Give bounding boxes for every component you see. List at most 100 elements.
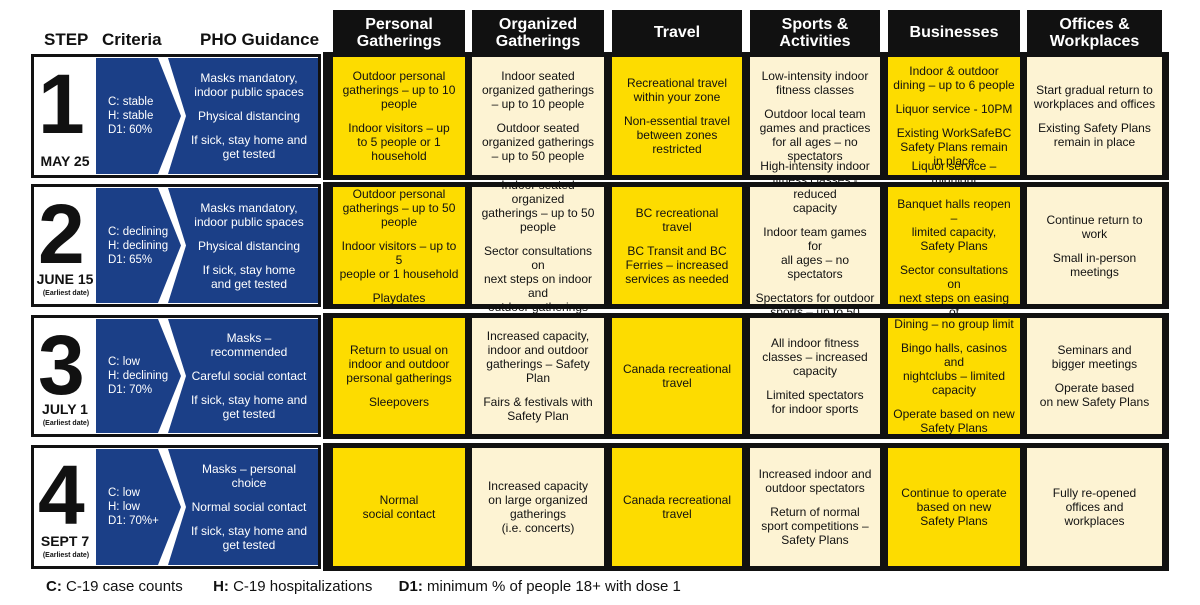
cell-item: Existing WorkSafeBC Safety Plans remain …	[896, 126, 1012, 168]
step-date: SEPT 7	[40, 533, 90, 549]
legend-text-cases: C-19 case counts	[61, 578, 183, 595]
cell-step4-col2: Increased capacity on large organized ga…	[472, 448, 604, 566]
cell-item: Seminars and bigger meetings	[1051, 343, 1138, 371]
criteria-arrow-shape	[96, 58, 181, 174]
cell-item: Indoor team games for all ages – no spec…	[763, 224, 867, 281]
legend-key-dose: D1:	[398, 578, 423, 595]
criteria-line: C: declining	[108, 225, 169, 238]
criteria-line: D1: 70%	[108, 384, 153, 396]
step-earliest-date: (Earliest date)	[42, 420, 90, 427]
step-date: JUNE 15	[36, 271, 94, 287]
cell-item: Normal social contact	[362, 493, 436, 521]
criteria-line: H: stable	[108, 110, 154, 122]
cell-item: Playdates	[372, 290, 426, 305]
step-number: 1	[38, 57, 85, 151]
cell-item: Fairs & festivals with Safety Plan	[483, 395, 593, 423]
pho-guidance-item: Masks mandatory, indoor public spaces	[194, 200, 304, 229]
cell-item: Liquor service – midnight	[911, 158, 997, 187]
legend-text-dose: minimum % of people 18+ with dose 1	[422, 578, 681, 595]
cell-item: Start gradual return to workplaces and o…	[1033, 83, 1156, 111]
pho-guidance-item: Normal social contact	[191, 500, 307, 514]
criteria-line: D1: 60%	[108, 124, 153, 136]
criteria-line: H: declining	[108, 239, 169, 252]
cell-step4-col1: Normal social contact	[333, 448, 465, 566]
cell-item: Canada recreational travel	[622, 493, 732, 521]
step-number: 2	[38, 187, 85, 281]
cell-step1-col5: Indoor & outdoor dining – up to 6 people…	[888, 57, 1020, 175]
column-header-5: Businesses	[888, 10, 1020, 55]
cell-step4-col5: Continue to operate based on new Safety …	[888, 448, 1020, 566]
cell-item: Sleepovers	[368, 395, 430, 409]
cell-item: Increased capacity on large organized ga…	[487, 479, 589, 535]
cell-item: Outdoor local team games and practices f…	[759, 107, 871, 163]
cell-step4-col3: Canada recreational travel	[612, 448, 742, 566]
cell-item: Indoor seated organized gatherings – up …	[481, 177, 595, 234]
step-date: JULY 1	[42, 401, 88, 417]
cell-item: Return to usual on indoor and outdoor pe…	[346, 343, 452, 385]
criteria-line: D1: 65%	[108, 253, 153, 266]
cell-item: BC recreational travel	[635, 205, 719, 234]
cell-item: Increased indoor and outdoor spectators	[758, 467, 872, 495]
cell-step3-col2: Increased capacity, indoor and outdoor g…	[472, 318, 604, 434]
criteria-line: C: low	[108, 356, 140, 368]
pho-guidance-item: Masks mandatory, indoor public spaces	[194, 71, 304, 99]
criteria-chevron	[96, 58, 318, 174]
step-date: MAY 25	[40, 153, 90, 169]
pho-arrow-shape	[168, 58, 318, 174]
step-number: 3	[38, 318, 85, 412]
cell-step1-col1: Outdoor personal gatherings – up to 10 p…	[333, 57, 465, 175]
criteria-line: C: stable	[108, 96, 154, 108]
legend-key-cases: C:	[46, 578, 62, 595]
pho-guidance-item: Masks – recommended	[210, 331, 288, 359]
pho-guidance-item: Masks – personal choice	[201, 462, 297, 490]
cell-item: Canada recreational travel	[622, 362, 732, 390]
cell-step2-col4: High-intensity indoor fitness classes - …	[750, 159, 880, 333]
cell-step1-col6: Start gradual return to workplaces and o…	[1027, 57, 1162, 175]
column-header-6: Offices & Workplaces	[1027, 10, 1162, 55]
cell-item: Indoor visitors – up to 5 people or 1 ho…	[348, 121, 450, 163]
cell-item: High-intensity indoor fitness classes - …	[760, 158, 870, 215]
cell-item: Sector consultations on next steps on in…	[483, 243, 593, 314]
cell-item: Indoor seated organized gatherings – up …	[481, 69, 595, 111]
pho-guidance-item: If sick, stay home and get tested	[190, 133, 308, 161]
cell-item: Non-essential travel between zones restr…	[623, 114, 731, 156]
cell-item: Banquet halls reopen – limited capacity,…	[897, 196, 1011, 253]
pho-arrow-shape	[168, 449, 318, 565]
cell-step3-col1: Return to usual on indoor and outdoor pe…	[333, 318, 465, 434]
cell-item: Continue to operate based on new Safety …	[901, 486, 1007, 528]
pho-arrow-shape	[168, 319, 318, 433]
cell-step1-col2: Indoor seated organized gatherings – up …	[472, 57, 604, 175]
step-number: 4	[38, 448, 85, 542]
cell-item: Indoor & outdoor dining – up to 6 people	[893, 64, 1015, 92]
criteria-chevron	[96, 319, 318, 433]
column-header-3: Travel	[612, 10, 742, 55]
column-header-1: Personal Gatherings	[333, 10, 465, 55]
pho-arrow-shape	[168, 188, 318, 303]
cell-item: Fully re-opened offices and workplaces	[1052, 486, 1137, 528]
pho-guidance-item: Careful social contact	[191, 369, 307, 383]
cell-item: Increased capacity, indoor and outdoor g…	[486, 329, 590, 385]
cell-item: Continue return to work	[1046, 212, 1143, 241]
criteria-line: D1: 70%+	[108, 515, 159, 527]
criteria-arrow-shape	[96, 188, 181, 303]
criteria-arrow-shape	[96, 449, 181, 565]
cell-item: All indoor fitness classes – increased c…	[762, 336, 868, 378]
cell-item: Outdoor personal gatherings – up to 10 p…	[342, 69, 456, 111]
cell-item: Limited spectators for indoor sports	[766, 388, 864, 416]
pho-guidance-item: If sick, stay home and get tested	[202, 262, 296, 291]
cell-item: Outdoor seated organized gatherings – up…	[481, 121, 595, 163]
cell-item: Operate based on new Safety Plans	[893, 407, 1015, 435]
pho-guidance-header: PHO Guidance	[200, 30, 320, 49]
step-earliest-date: (Earliest date)	[42, 290, 90, 297]
step-header: STEP	[44, 30, 89, 49]
